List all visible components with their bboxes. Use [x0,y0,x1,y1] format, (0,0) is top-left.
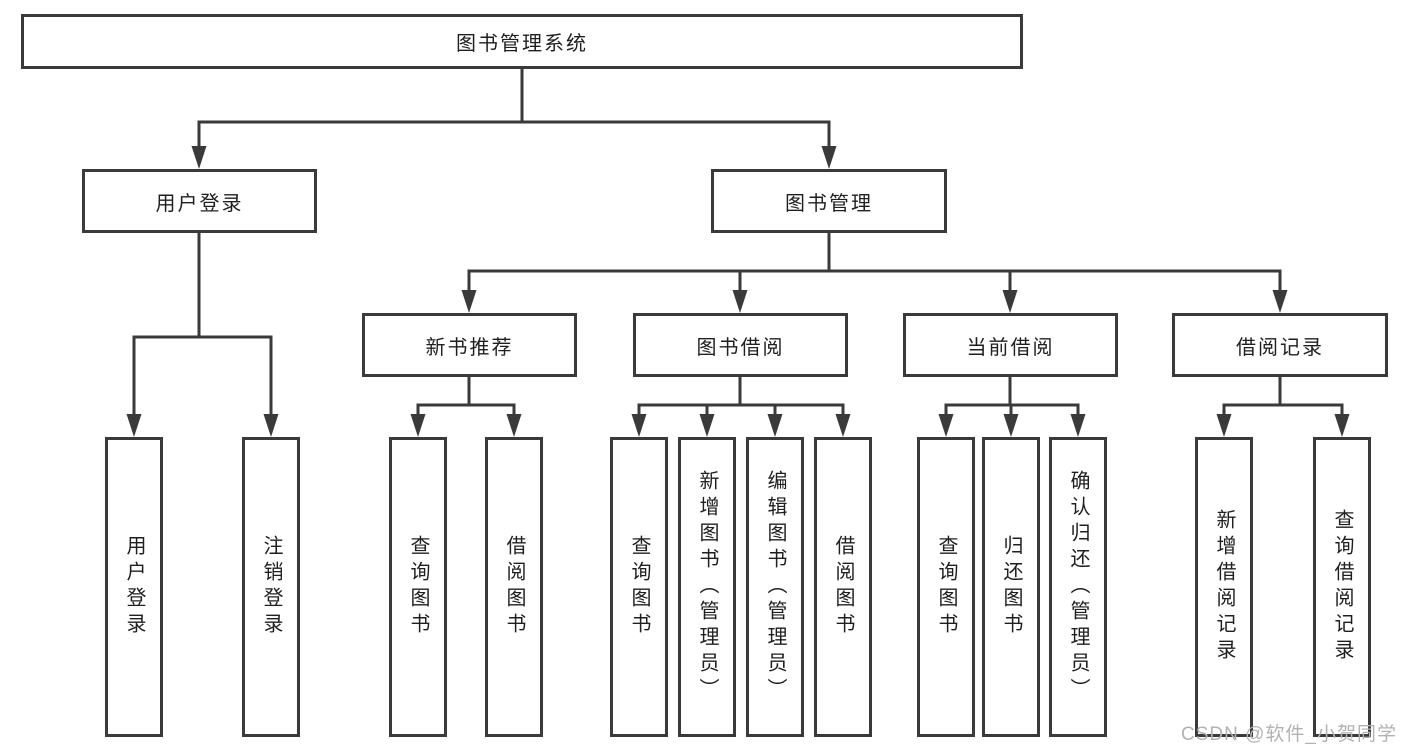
leaf-logout: 注销登录 [242,437,300,737]
leaf-query-books-current: 查询图书 [917,437,975,737]
leaf-label: 查询图书 [935,535,957,639]
arrowheads [126,146,1350,437]
leaf-borrow-books: 借阅图书 [814,437,872,737]
leaf-label: 归还图书 [1000,535,1022,639]
leaf-label: 借阅图书 [832,535,854,639]
leaf-confirm-return-admin: 确认归还（管理员） [1049,437,1107,737]
leaf-label: 用户登录 [123,535,145,639]
leaf-label: 借阅图书 [503,535,525,639]
leaf-label: 查询图书 [407,535,429,639]
leaf-label: 确认归还（管理员） [1067,470,1089,704]
node-book-management: 图书管理 [711,169,947,233]
leaf-borrow-books-recommend: 借阅图书 [485,437,543,737]
leaf-add-borrow-record: 新增借阅记录 [1195,437,1253,737]
leaf-label: 查询图书 [628,535,650,639]
leaf-edit-book-admin: 编辑图书（管理员） [746,437,804,737]
leaf-add-book-admin: 新增图书（管理员） [678,437,736,737]
csdn-watermark: CSDN @软件_小贺同学 [1181,724,1397,745]
node-book-borrow: 图书借阅 [633,313,848,377]
leaf-label: 新增图书（管理员） [696,470,718,704]
node-current-borrow: 当前借阅 [903,313,1118,377]
node-new-book-recommend: 新书推荐 [362,313,577,377]
leaf-query-books-borrow: 查询图书 [610,437,668,737]
leaf-label: 新增借阅记录 [1213,509,1235,665]
leaf-user-login: 用户登录 [105,437,163,737]
leaf-query-books-recommend: 查询图书 [389,437,447,737]
node-borrow-records: 借阅记录 [1172,313,1388,377]
node-user-login: 用户登录 [82,169,317,233]
leaf-label: 查询借阅记录 [1331,509,1353,665]
leaf-query-borrow-record: 查询借阅记录 [1313,437,1371,737]
leaf-return-book: 归还图书 [982,437,1040,737]
node-library-system: 图书管理系统 [21,14,1023,69]
leaf-label: 注销登录 [260,535,282,639]
leaf-label: 编辑图书（管理员） [764,470,786,704]
